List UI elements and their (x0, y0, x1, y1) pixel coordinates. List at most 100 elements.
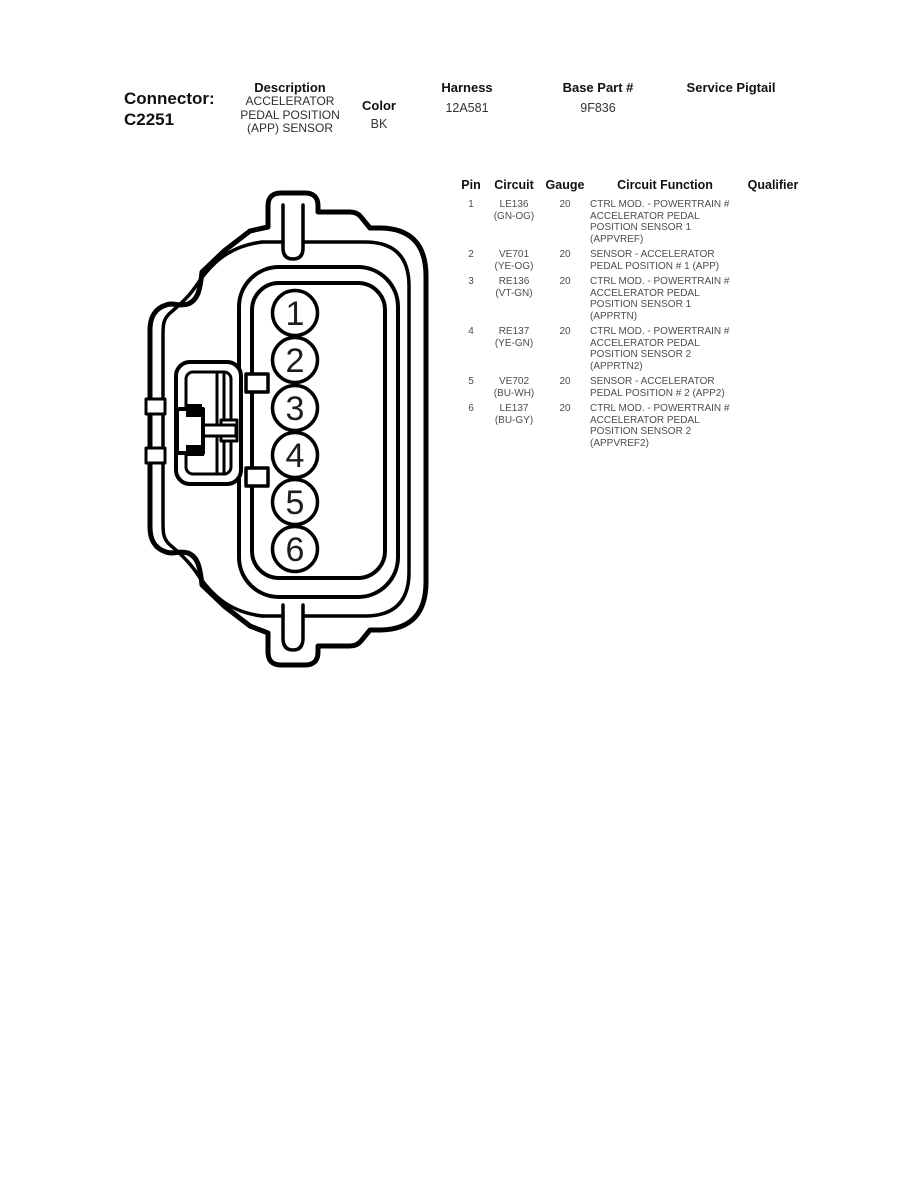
description-value: ACCELERATOR PEDAL POSITION (APP) SENSOR (221, 94, 359, 136)
table-row-pin-4: 4 RE137 (YE-GN) 20 CTRL MOD. - POWERTRAI… (456, 326, 820, 372)
latch-rung-bottom (144, 446, 167, 465)
circuit-cell: VE701 (YE-OG) (486, 249, 542, 272)
pin-marker-4: 4 (270, 430, 320, 480)
function-cell: CTRL MOD. - POWERTRAIN # ACCELERATOR PED… (588, 403, 742, 449)
function-line: ACCELERATOR PEDAL (590, 287, 700, 299)
svg-text:1: 1 (286, 295, 305, 333)
table-row-pin-6: 6 LE137 (BU-GY) 20 CTRL MOD. - POWERTRAI… (456, 403, 820, 449)
base-part-label: Base Part # (562, 80, 634, 95)
circuit-cell: VE702 (BU-WH) (486, 376, 542, 399)
pin-marker-2: 2 (270, 335, 320, 385)
service-pigtail-label: Service Pigtail (686, 80, 776, 95)
connector-label: Connector: (124, 89, 215, 108)
base-part-value: 9F836 (580, 101, 616, 115)
bottom-tab-slot (281, 603, 305, 652)
pin-marker-3: 3 (270, 383, 320, 433)
pin-cavity (250, 281, 387, 580)
description-line: (APP) SENSOR (246, 121, 333, 135)
function-line: ACCELERATOR PEDAL (590, 210, 700, 222)
table-row-pin-5: 5 VE702 (BU-WH) 20 SENSOR - ACCELERATOR … (456, 376, 820, 399)
harness-label: Harness (441, 80, 493, 95)
gauge-cell: 20 (559, 376, 571, 387)
description-line: PEDAL POSITION (240, 107, 340, 122)
table-header-pin: Pin (461, 178, 481, 192)
wire-color: (BU-GY) (494, 414, 534, 426)
gauge-cell: 20 (559, 326, 571, 337)
qualifier-cell (742, 326, 804, 372)
circuit-code: LE136 (499, 199, 529, 210)
color-label: Color (362, 98, 396, 113)
function-cell: SENSOR - ACCELERATOR PEDAL POSITION # 1 … (588, 249, 742, 272)
table-header-circuit: Circuit (494, 178, 534, 192)
top-tab-slot (281, 203, 305, 261)
wire-color: (YE-GN) (494, 337, 534, 349)
table-row-pin-2: 2 VE701 (YE-OG) 20 SENSOR - ACCELERATOR … (456, 249, 820, 272)
qualifier-cell (742, 249, 804, 272)
svg-text:2: 2 (286, 342, 305, 380)
qualifier-cell (742, 403, 804, 449)
color-value: BK (370, 117, 388, 131)
cavity-key-top (244, 372, 270, 394)
function-line: ACCELERATOR PEDAL (590, 337, 700, 349)
latch-rung-top (144, 397, 167, 416)
function-line: CTRL MOD. - POWERTRAIN # (590, 276, 730, 287)
function-cell: CTRL MOD. - POWERTRAIN # ACCELERATOR PED… (588, 199, 742, 245)
harness-value: 12A581 (445, 101, 489, 115)
function-line: (APPVREF2) (590, 437, 649, 449)
table-header-function: Circuit Function (617, 178, 713, 192)
function-line: POSITION SENSOR 2 (590, 426, 692, 437)
gauge-cell: 20 (559, 403, 571, 414)
description-label: Description (254, 80, 326, 95)
function-line: PEDAL POSITION # 2 (APP2) (590, 387, 725, 399)
gauge-cell: 20 (559, 249, 571, 260)
table-row-pin-1: 1 LE136 (GN-OG) 20 CTRL MOD. - POWERTRAI… (456, 199, 820, 245)
svg-text:6: 6 (286, 531, 305, 569)
circuit-code: RE136 (498, 276, 530, 287)
function-cell: SENSOR - ACCELERATOR PEDAL POSITION # 2 … (588, 376, 742, 399)
circuit-code: RE137 (498, 326, 530, 337)
svg-text:4: 4 (286, 437, 305, 475)
function-line: POSITION SENSOR 1 (590, 299, 692, 310)
description-line: ACCELERATOR (245, 94, 335, 108)
svg-text:3: 3 (286, 390, 305, 428)
connector-inner-contour-left (161, 240, 264, 618)
circuit-cell: RE137 (YE-GN) (486, 326, 542, 372)
qualifier-cell (742, 276, 804, 322)
circuit-code: VE702 (498, 376, 530, 387)
qualifier-cell (742, 199, 804, 245)
function-line: ACCELERATOR PEDAL (590, 414, 700, 426)
wire-color: (VT-GN) (495, 287, 533, 299)
function-cell: CTRL MOD. - POWERTRAIN # ACCELERATOR PED… (588, 276, 742, 322)
pin-marker-1: 1 (270, 288, 320, 338)
qualifier-cell (742, 376, 804, 399)
circuit-cell: LE137 (BU-GY) (486, 403, 542, 449)
pin-marker-5: 5 (270, 477, 320, 527)
table-header-gauge: Gauge (545, 178, 585, 192)
function-line: (APPRTN) (590, 310, 638, 322)
pin-cell: 6 (468, 403, 474, 414)
function-cell: CTRL MOD. - POWERTRAIN # ACCELERATOR PED… (588, 326, 742, 372)
function-line: (APPRTN2) (590, 360, 643, 372)
table-header-row: Pin Circuit Gauge Circuit Function Quali… (456, 178, 820, 192)
pin-cell: 3 (468, 276, 474, 287)
svg-text:5: 5 (286, 484, 305, 522)
circuit-cell: LE136 (GN-OG) (486, 199, 542, 245)
function-line: SENSOR - ACCELERATOR (590, 376, 715, 387)
circuit-cell: RE136 (VT-GN) (486, 276, 542, 322)
table-header-qualifier: Qualifier (747, 178, 799, 192)
gauge-cell: 20 (559, 276, 571, 287)
latch-nub-bottom (186, 445, 204, 456)
function-line: POSITION SENSOR 1 (590, 222, 692, 233)
gauge-cell: 20 (559, 199, 571, 210)
wire-color: (BU-WH) (493, 387, 535, 399)
function-line: SENSOR - ACCELERATOR (590, 249, 715, 260)
wire-color: (YE-OG) (494, 260, 534, 272)
latch-bar (201, 423, 238, 438)
cavity-key-bottom (244, 466, 270, 488)
pin-cell: 1 (468, 199, 474, 210)
latch-nub-top (186, 404, 202, 417)
circuit-code: VE701 (498, 249, 530, 260)
pinout-table: Pin Circuit Gauge Circuit Function Quali… (456, 178, 820, 453)
